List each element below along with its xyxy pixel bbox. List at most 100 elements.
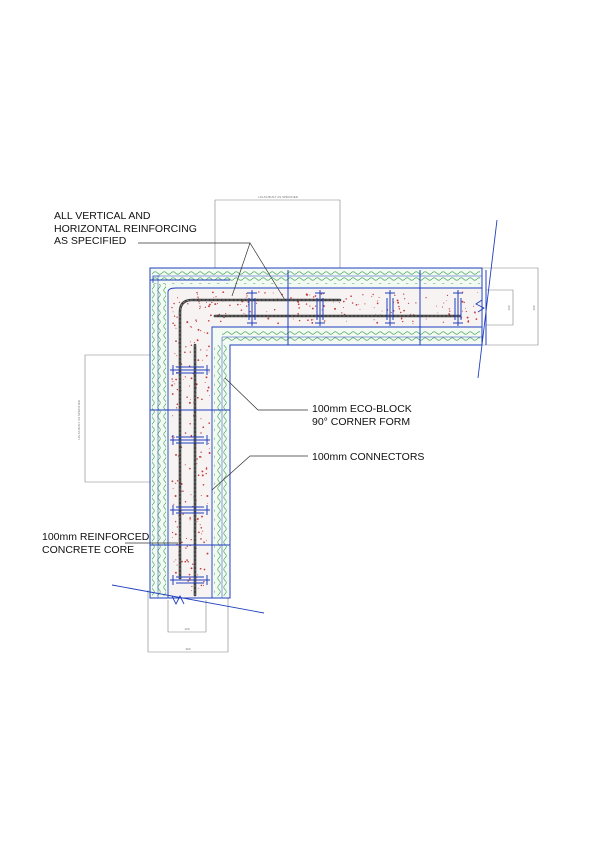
aggregate-speck xyxy=(208,448,210,450)
aggregate-speck xyxy=(245,292,248,295)
aggregate-speck xyxy=(437,312,439,314)
right-break-line xyxy=(477,219,498,379)
aggregate-speck xyxy=(443,302,445,304)
aggregate-speck xyxy=(185,346,187,348)
aggregate-speck xyxy=(207,386,210,389)
aggregate-speck xyxy=(172,322,174,325)
aggregate-speck xyxy=(189,577,191,580)
aggregate-speck xyxy=(175,520,177,523)
aggregate-speck xyxy=(190,567,193,570)
aggregate-speck xyxy=(200,432,202,434)
aggregate-speck xyxy=(312,296,315,298)
aggregate-speck xyxy=(466,316,469,319)
aggregate-speck xyxy=(398,308,401,310)
aggregate-speck xyxy=(202,584,205,586)
aggregate-speck xyxy=(190,377,193,380)
aggregate-speck xyxy=(209,314,212,317)
aggregate-speck xyxy=(200,349,202,351)
aggregate-speck xyxy=(219,320,222,323)
aggregate-speck xyxy=(342,307,345,309)
connector-horizontal-wall xyxy=(385,290,395,326)
aggregate-speck xyxy=(190,434,193,437)
aggregate-speck xyxy=(208,345,210,348)
aggregate-speck xyxy=(305,303,308,305)
aggregate-speck xyxy=(176,388,179,391)
aggregate-speck xyxy=(190,590,192,592)
aggregate-speck xyxy=(205,539,207,541)
aggregate-speck xyxy=(346,320,347,322)
aggregate-speck xyxy=(474,312,476,314)
aggregate-speck xyxy=(188,573,191,576)
aggregate-speck xyxy=(461,310,463,312)
aggregate-speck xyxy=(188,401,191,404)
bottom-outer-dimension-frame xyxy=(147,590,229,653)
connector-horizontal-wall xyxy=(247,290,257,326)
aggregate-speck xyxy=(264,292,266,294)
aggregate-speck xyxy=(200,418,202,420)
aggregate-speck xyxy=(204,382,206,383)
aggregate-speck xyxy=(181,560,183,563)
aggregate-speck xyxy=(187,561,189,563)
aggregate-speck xyxy=(208,422,211,424)
aggregate-speck xyxy=(381,310,383,312)
aggregate-speck xyxy=(412,323,414,325)
aggregate-speck xyxy=(425,297,427,299)
aggregate-speck xyxy=(189,517,192,519)
insulation-wave-right xyxy=(214,345,228,596)
aggregate-speck xyxy=(205,467,208,470)
aggregate-speck xyxy=(190,538,192,541)
aggregate-speck xyxy=(207,503,208,504)
aggregate-speck xyxy=(181,541,183,544)
aggregate-speck xyxy=(202,530,204,532)
aggregate-speck xyxy=(239,304,241,305)
aggregate-speck xyxy=(371,295,373,297)
aggregate-speck xyxy=(399,311,402,314)
aggregate-speck xyxy=(376,302,379,305)
connector-horizontal-wall xyxy=(453,290,463,326)
aggregate-speck xyxy=(351,302,354,304)
label-reinforcing: ALL VERTICAL AND HORIZONTAL REINFORCING … xyxy=(54,210,197,247)
insulation-wave-left xyxy=(152,284,166,596)
aggregate-speck xyxy=(475,318,478,320)
aggregate-speck xyxy=(184,376,186,378)
aggregate-speck xyxy=(197,474,200,477)
aggregate-speck xyxy=(203,580,205,583)
aggregate-speck xyxy=(364,303,366,305)
aggregate-speck xyxy=(236,303,239,306)
aggregate-speck xyxy=(442,321,445,323)
aggregate-speck xyxy=(196,293,198,295)
aggregate-speck xyxy=(172,311,174,313)
aggregate-speck xyxy=(445,300,447,301)
aggregate-speck xyxy=(189,467,191,470)
aggregate-speck xyxy=(225,313,227,315)
aggregate-speck xyxy=(477,292,479,293)
aggregate-speck xyxy=(345,298,347,300)
aggregate-speck xyxy=(297,303,300,306)
aggregate-speck xyxy=(186,396,188,398)
aggregate-speck xyxy=(323,305,325,307)
bent-rebar-ribs xyxy=(179,299,341,579)
aggregate-speck xyxy=(350,295,352,298)
aggregate-speck xyxy=(222,291,225,293)
aggregate-speck xyxy=(378,296,380,298)
aggregate-speck xyxy=(202,426,205,429)
aggregate-speck xyxy=(171,531,174,534)
aggregate-speck xyxy=(198,587,200,589)
aggregate-speck xyxy=(467,320,470,323)
aggregate-speck xyxy=(305,293,308,296)
aggregate-speck xyxy=(403,309,405,312)
inner-face-line xyxy=(221,336,482,598)
aggregate-speck xyxy=(186,321,189,324)
aggregate-speck xyxy=(245,296,247,298)
leader-lines xyxy=(125,242,308,544)
connector-vertical-wall xyxy=(170,505,210,515)
aggregate-speck xyxy=(297,313,299,315)
aggregate-speck xyxy=(273,309,276,311)
aggregate-speck xyxy=(267,317,270,320)
aggregate-speck xyxy=(377,300,379,302)
aggregate-speck xyxy=(184,500,187,503)
aggregate-speck xyxy=(175,407,178,409)
aggregate-speck xyxy=(175,482,177,484)
aggregate-speck xyxy=(197,296,199,298)
aggregate-speck xyxy=(190,344,193,346)
